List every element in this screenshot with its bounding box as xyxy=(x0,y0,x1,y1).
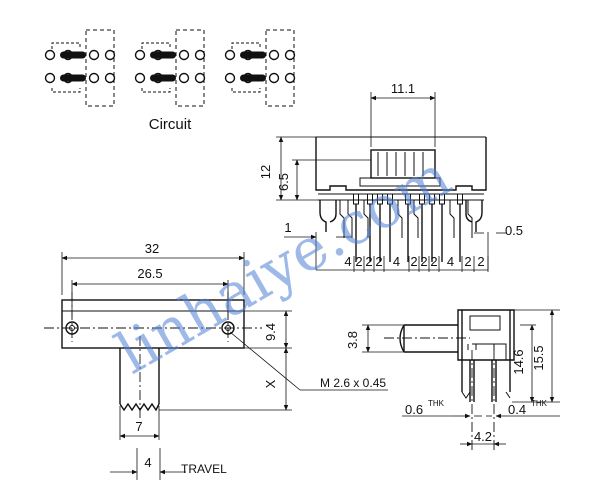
thk-right-value: 0.4 xyxy=(508,402,526,417)
pitch-label: 2 xyxy=(477,254,484,269)
pin-row xyxy=(339,193,473,262)
pitch-label: 2 xyxy=(430,254,437,269)
svg-text:0.6: 0.6 xyxy=(405,402,423,417)
contact-bar xyxy=(150,74,176,82)
pitch-label: 2 xyxy=(410,254,417,269)
dim-14-6: 14.6 xyxy=(511,349,526,374)
pitch-label: 2 xyxy=(365,254,372,269)
contact-bar xyxy=(150,51,176,59)
pitch-label: 2 xyxy=(355,254,362,269)
terminal-dot xyxy=(268,72,280,84)
contact-bar xyxy=(60,74,86,82)
terminal-dot xyxy=(104,72,116,84)
left-leg xyxy=(319,200,327,232)
circuit-switch-group xyxy=(44,29,116,107)
right-leg xyxy=(475,200,483,232)
terminal-dot xyxy=(224,49,236,61)
pitch-label: 2 xyxy=(375,254,382,269)
switch-body xyxy=(61,299,245,349)
side-view: 3.8 14.6 15.5 0.6 THK 0.4 THK 4.2 xyxy=(345,309,560,452)
dim-travel: 4 xyxy=(144,455,151,470)
circuit-diagram: Circuit xyxy=(44,29,296,133)
thk-left-value: 0.6 xyxy=(405,402,423,417)
dim-4-2: 4.2 xyxy=(474,429,492,444)
side-handle xyxy=(399,324,405,353)
terminal-dot xyxy=(284,49,296,61)
pitch-label: 2 xyxy=(420,254,427,269)
dim-12: 12 xyxy=(258,165,273,179)
handle-break xyxy=(119,402,160,412)
dim-6-5: 6.5 xyxy=(276,173,291,191)
dim-11-1: 11.1 xyxy=(391,81,415,96)
contact-bar xyxy=(240,74,266,82)
circuit-switch-group xyxy=(224,29,296,107)
terminal-dot xyxy=(134,49,146,61)
contact-bar xyxy=(240,51,266,59)
terminal-dot xyxy=(134,72,146,84)
terminal-dot xyxy=(88,72,100,84)
terminal-dot xyxy=(44,49,56,61)
pitch-label: 2 xyxy=(464,254,471,269)
dim-26-5: 26.5 xyxy=(137,266,162,281)
contact-bar xyxy=(60,51,86,59)
terminal-dot xyxy=(194,49,206,61)
pitch-label: 4 xyxy=(393,254,400,269)
front-view: 32 26.5 9.4 X M 2.6 x 0. xyxy=(44,241,388,480)
screw-label: M 2.6 x 0.45 xyxy=(320,376,386,390)
svg-text:0.4: 0.4 xyxy=(508,402,526,417)
pitch-label: 4 xyxy=(447,254,454,269)
thk-left-suffix: THK xyxy=(428,399,445,408)
side-frame xyxy=(457,309,515,361)
terminal-dot xyxy=(88,49,100,61)
circuit-switch-group xyxy=(134,29,206,107)
dim-3-8: 3.8 xyxy=(345,331,360,349)
travel-label: TRAVEL xyxy=(181,462,227,476)
terminal-dot xyxy=(178,72,190,84)
terminal-dot xyxy=(224,72,236,84)
terminal-dot xyxy=(284,72,296,84)
dim-0-5: 0.5 xyxy=(505,223,523,238)
terminal-dot xyxy=(104,49,116,61)
dim-32: 32 xyxy=(145,241,159,256)
dim-15-5: 15.5 xyxy=(531,345,546,370)
terminal-dot xyxy=(178,49,190,61)
dim-1: 1 xyxy=(284,220,291,235)
terminal-dot xyxy=(44,72,56,84)
thk-right-suffix: THK xyxy=(531,399,548,408)
terminal-dot xyxy=(268,49,280,61)
dim-x: X xyxy=(263,379,278,388)
circuit-caption: Circuit xyxy=(149,116,192,133)
pitch-label: 4 xyxy=(344,254,351,269)
dim-9-4: 9.4 xyxy=(263,323,278,341)
terminal-dot xyxy=(194,72,206,84)
dim-7: 7 xyxy=(135,419,142,434)
